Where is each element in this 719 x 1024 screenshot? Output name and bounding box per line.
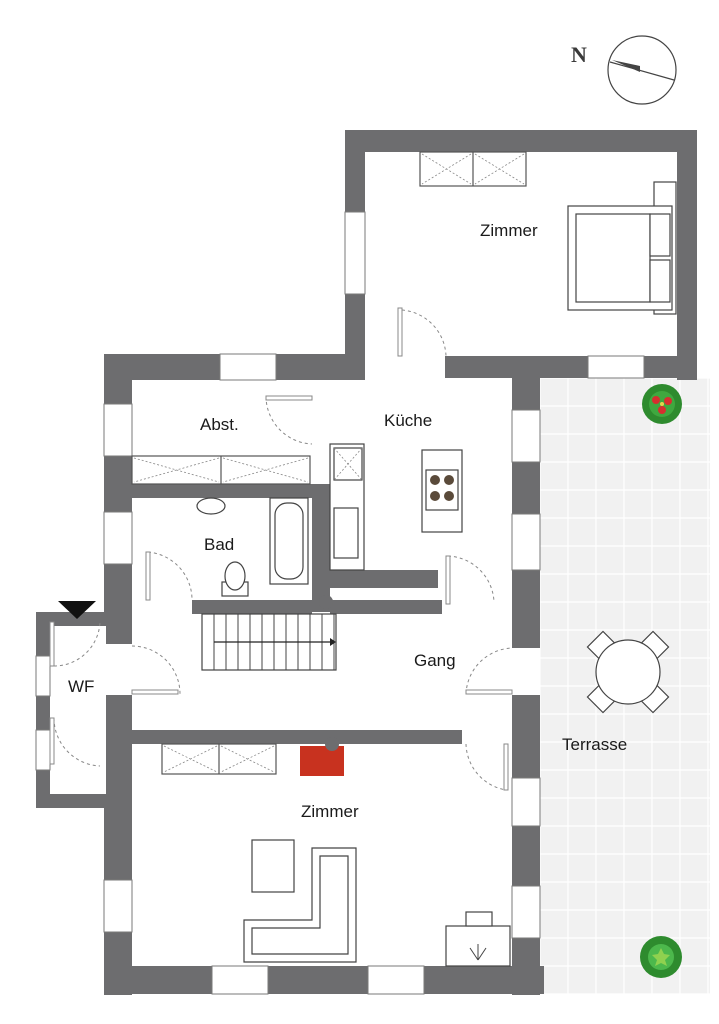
plant-icon [640,936,682,978]
entrance-arrow-icon [58,601,96,619]
north-label: N [571,42,587,67]
terrace-area [539,377,710,995]
room-label-bad: Bad [204,535,234,554]
north-compass-icon [607,35,677,105]
bed [567,181,677,315]
living-furniture [243,737,511,967]
plant-icon [642,384,682,424]
room-label-zimmer-bottom: Zimmer [301,802,359,821]
room-label-terrasse: Terrasse [562,735,627,754]
room-label-kueche: Küche [384,411,432,430]
room-label-zimmer-top: Zimmer [480,221,538,240]
room-label-abst: Abst. [200,415,239,434]
terrace-table [586,630,670,714]
staircase [201,595,337,671]
doors [49,307,513,791]
kitchen [329,443,463,571]
room-label-wf: WF [68,677,94,696]
room-label-gang: Gang [414,651,456,670]
wardrobes [131,151,527,775]
bathroom-fixtures [196,497,309,597]
